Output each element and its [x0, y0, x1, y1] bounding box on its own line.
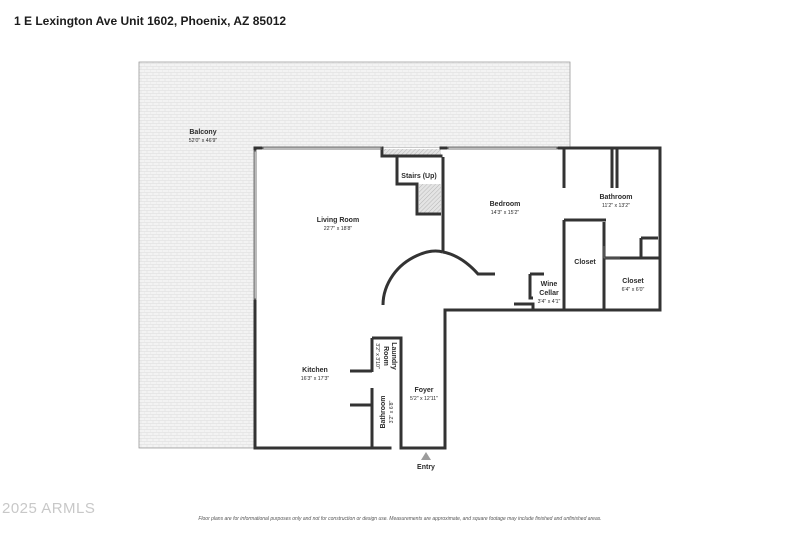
balcony-label: Balcony: [189, 129, 216, 136]
disclaimer-text: Floor plans are for informational purpos…: [198, 516, 602, 522]
window-glass: [253, 146, 558, 300]
foyer-label: Foyer: [414, 387, 433, 394]
listing-address-title: 1 E Lexington Ave Unit 1602, Phoenix, AZ…: [14, 14, 287, 28]
bedroom-label: Bedroom: [490, 201, 521, 208]
entry-label: Entry: [417, 464, 435, 471]
kitchen-label: Kitchen: [302, 367, 328, 374]
bedroom-dim: 14'3" x 15'2": [491, 210, 520, 216]
closet-1-label: Closet: [574, 259, 596, 266]
interior-walls: [350, 148, 660, 448]
wine-cellar-label-line2: Cellar: [539, 290, 559, 297]
living-room-dim: 22'7" x 18'8": [324, 226, 353, 232]
laundry-label-line1: Laundry: [390, 342, 397, 370]
bathroom-half-label: Bathroom: [380, 395, 387, 428]
stairs-hatch-lower: [419, 184, 441, 214]
foyer-dim: 5'2" x 12'11": [410, 396, 438, 402]
interior-floor: [255, 148, 660, 448]
bathroom-door-swing: [603, 246, 620, 259]
bathroom-half-dim: 3'2" x 6'8": [389, 401, 395, 424]
wine-cellar-label-line1: Wine: [541, 281, 558, 288]
watermark: 2025 ARMLS: [2, 500, 96, 517]
balcony-dim: 52'0" x 46'9": [189, 138, 218, 144]
closet-2-dim: 6'4" x 6'0": [622, 287, 645, 293]
closet-2-label: Closet: [622, 278, 644, 285]
stairs-hatch: [384, 149, 441, 157]
living-room-label: Living Room: [317, 217, 359, 224]
stairs-label: Stairs (Up): [401, 173, 436, 180]
laundry-dim: 3'2" x 3'10": [374, 343, 380, 369]
entry-arrow-icon: [421, 452, 431, 460]
laundry-label-line2: Room: [382, 346, 389, 366]
bathroom-master-dim: 11'2" x 13'2": [602, 203, 630, 209]
kitchen-dim: 16'3" x 17'3": [301, 376, 330, 382]
exterior-walls: [253, 146, 662, 450]
bathroom-master-label: Bathroom: [599, 194, 632, 201]
wine-cellar-dim: 3'4" x 4'1": [538, 299, 561, 305]
